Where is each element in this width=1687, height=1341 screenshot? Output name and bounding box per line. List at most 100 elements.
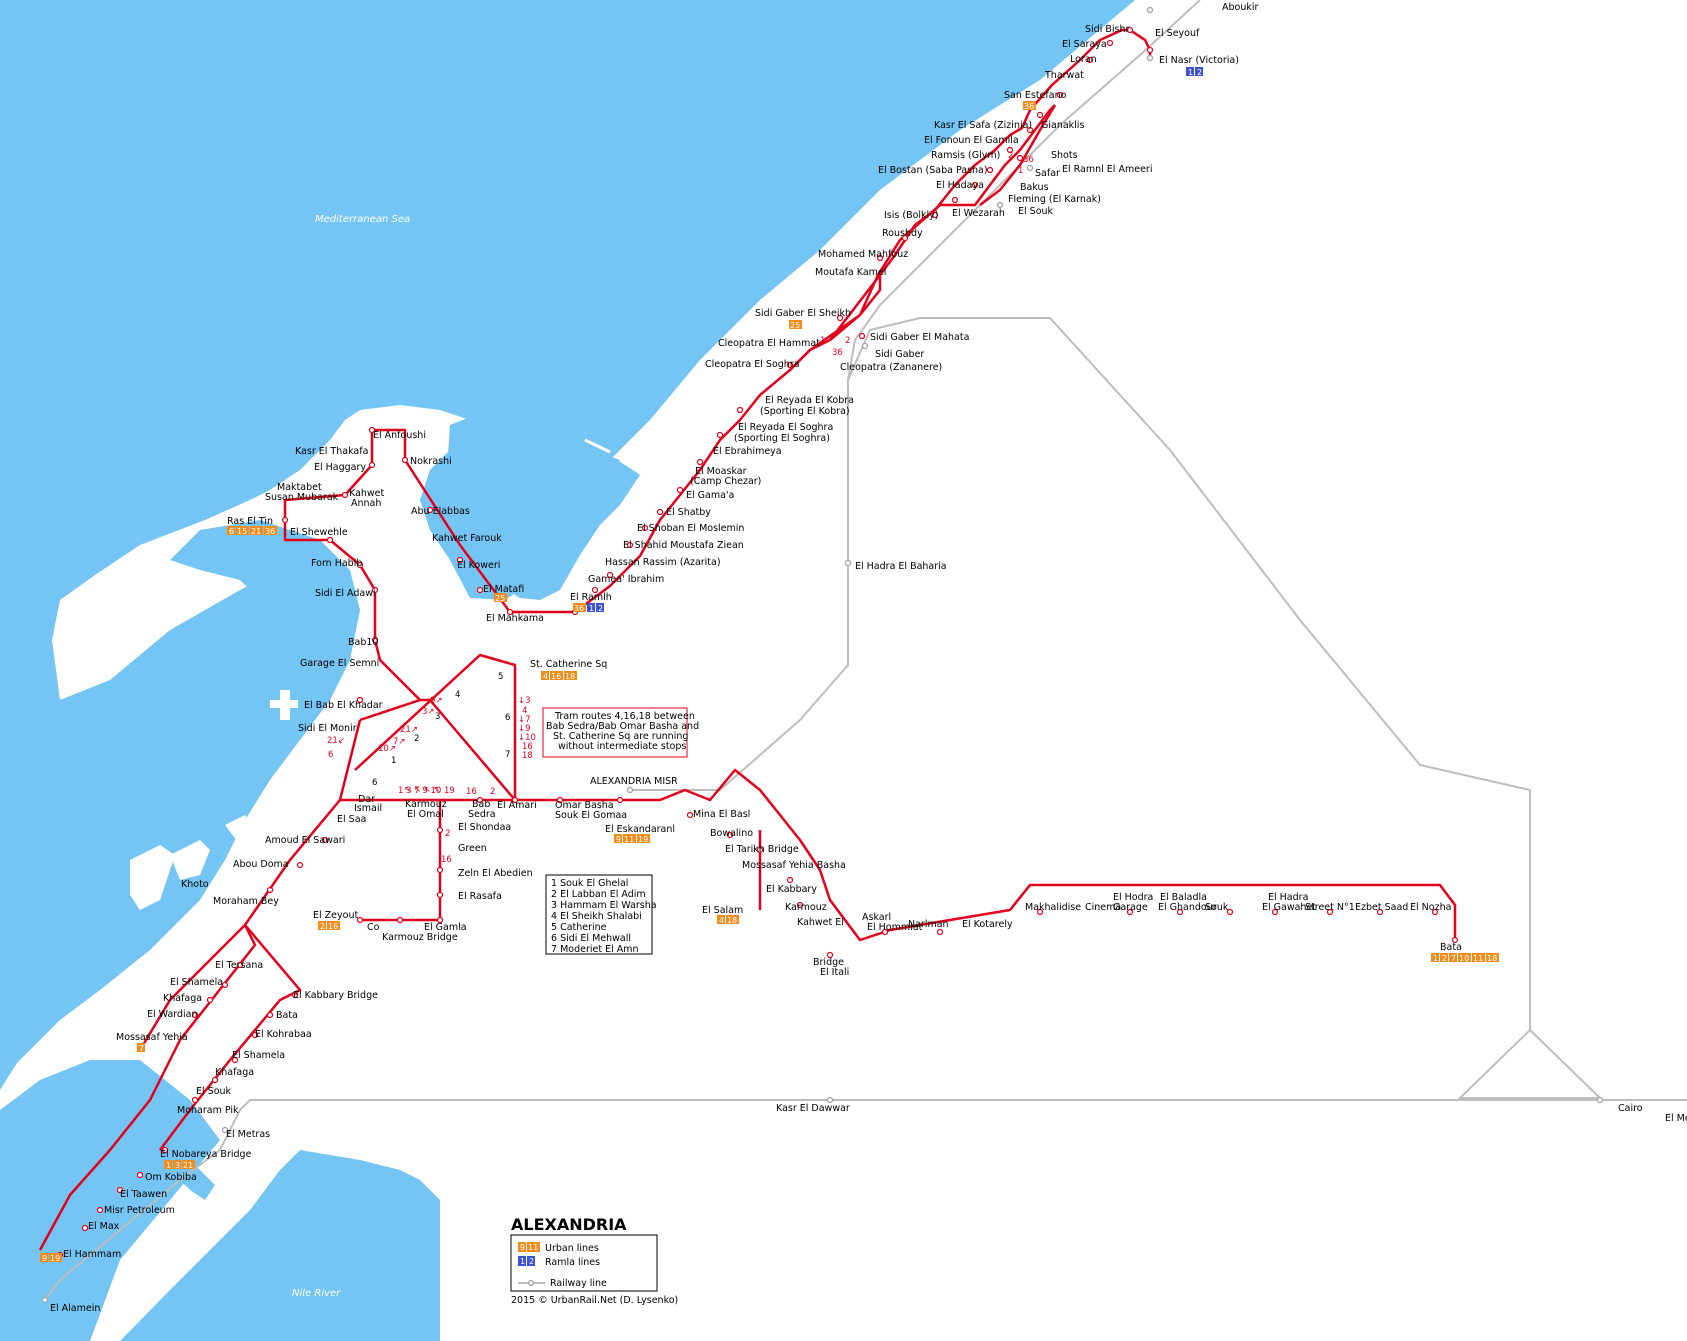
svg-text:16: 16 [328,922,338,931]
station-label: El Nobareya Bridge [160,1149,252,1160]
station-label: El Max [88,1221,120,1232]
station-label: El Souk [196,1086,232,1097]
svg-text:1: 1 [820,336,825,346]
legend-rail-label: Railway line [550,1278,607,1289]
station-label: Makhalidise [1025,902,1081,913]
badges-el-nozha: 1 2 7 10 11 18 [1431,953,1499,963]
svg-text:1 3 7 9 10 19: 1 3 7 9 10 19 [398,786,455,796]
station-label: Hassan Rassim (Azarita) [605,557,721,568]
station-label: Sidi Gaber El Sheikh [755,308,851,319]
station-label: St. Catherine Sq [530,659,607,670]
note-line: St. Catherine Sq are running [553,731,688,742]
station-label: Amoud El Sawari [265,835,345,846]
station-label: Karmouz [405,799,447,810]
station-label: El Shamela [170,977,223,988]
station-label: El Souk [1018,206,1054,217]
station-label: El Gama'a [686,490,734,501]
svg-text:5: 5 [498,672,503,682]
station-label: El Omal [407,809,444,820]
station-label: Kahwet El [797,917,844,928]
station-label: El Rasafa [458,891,502,902]
station-label: El Shondaa [458,822,511,833]
station-label: El Matafi [483,584,524,595]
station-label: El Wezarah [952,208,1005,219]
station-label: El Tersana [215,960,263,971]
station-label: Sidi Gaber [875,349,924,360]
harbour-east [448,415,640,600]
svg-text:18: 18 [727,916,737,925]
badges-karmouz: 2 16 [318,921,340,931]
station-label: (Sporting El Soghra) [734,433,830,444]
station-label: El Bab El Khadar [304,700,383,711]
svg-text:↓3: ↓3 [518,696,531,706]
station-label: Aboukir [1222,2,1259,13]
station-label: El Kotarely [962,919,1013,930]
station-label: Loran [1070,54,1097,65]
station-label: Bowalino [710,828,753,839]
svg-text:7: 7 [505,750,510,760]
station-label: Maktabet [277,482,322,493]
station-label: Moutafa Kamel [815,267,886,278]
mediterranean-sea [0,0,1135,1090]
svg-text:36: 36 [574,604,584,613]
svg-text:10↗: 10↗ [378,744,396,754]
station-label: Isis (Bolkly) [884,210,939,221]
station-label: El Hommlat [867,922,923,933]
legend-urban-badge: 9 [520,1243,525,1252]
station-label: Sidi El Adawi [315,588,376,599]
svg-text:2: 2 [1442,954,1447,963]
station-label: El Taawen [120,1189,167,1200]
station-label: El Amari [497,800,537,811]
station-label: ALEXANDRIA MISR [590,776,678,787]
station-label: Shots [1051,150,1078,161]
svg-text:↓9: ↓9 [518,724,531,734]
svg-text:16: 16 [466,787,477,797]
station-label: (Camp Chezar) [690,476,761,487]
badges-sidi-gaber-sheikh: 25 [789,320,802,330]
station-label: El Wardian [147,1009,198,1020]
svg-text:9: 9 [616,835,621,844]
station-label: Khafaga [215,1067,254,1078]
station-label: El Moaskar [695,466,747,477]
svg-text:25: 25 [495,594,505,603]
svg-text:15: 15 [237,527,247,536]
svg-text:2: 2 [1197,68,1202,77]
station-label: Bata [1440,942,1462,953]
note-line: Tram routes 4,16,18 between [554,711,695,722]
station-label: Moharam Pik [177,1105,239,1116]
station-label: Mossasaf Yehia [116,1032,188,1043]
station-label: El Gamla [424,922,467,933]
station-label: El Kabbary [766,884,817,895]
station-label: El Zeyout [313,910,358,921]
map-credit: 2015 © UrbanRail.Net (D. Lysenko) [511,1295,678,1306]
key-item: 2 El Labban El Adim [551,889,646,900]
svg-text:↖ ↖ ↖ ↖: ↖ ↖ ↖ ↖ [404,785,441,795]
station-label: Co [367,922,380,933]
badges-ras-el-tin: 6 15 21 36 [227,526,277,536]
station-label: El Shewehle [290,527,348,538]
station-label: Zeln El Abedien [458,868,533,879]
svg-text:1: 1 [166,1161,171,1170]
station-label: Susan Mubarak [265,492,339,503]
svg-text:18: 18 [522,751,533,761]
badges-el-wardian: 7 [137,1043,145,1053]
station-label: El Nozha [1410,902,1451,913]
badges-el-ramlh: 36 1 2 [573,603,604,613]
station-label: Sidi Gaber El Mahata [870,332,969,343]
station-label: Mossasaf Yehia Basha [742,860,846,871]
station-label: El Eskandaranl [605,824,675,835]
station-label: Kasr El Thakafa [295,446,368,457]
route-badges: 1 2 36 25 25 36 1 2 6 15 21 36 4 16 18 9… [40,67,1499,1263]
svg-text:1: 1 [391,756,396,766]
svg-text:36: 36 [1024,102,1034,111]
station-label: Bridge [813,957,844,968]
station-label: Karmouz [785,902,827,913]
station-label: El Nasr (Victoria) [1159,55,1239,66]
station-label: Sidi Bishr [1085,24,1129,35]
station-label: Annah [351,498,381,509]
svg-text:7: 7 [139,1044,144,1053]
svg-text:1: 1 [589,604,594,613]
station-label: Sedra [468,809,496,820]
badges-moharam-bey: 4 18 [717,915,739,925]
station-label: Roushdy [882,228,923,239]
